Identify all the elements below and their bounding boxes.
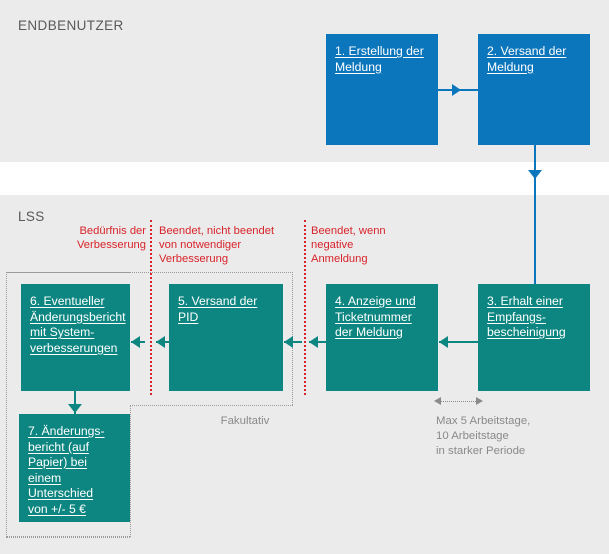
connector-6-to-7 bbox=[74, 391, 76, 414]
group-frame-left-right-edge bbox=[130, 405, 131, 537]
sla-line-1: Max 5 Arbeitstage, bbox=[436, 415, 531, 427]
condition-2-line-3: Verbesserung bbox=[159, 253, 229, 265]
process-box-7-aenderungsbericht-papier[interactable]: 7. Änderungs- bericht (auf Papier) bei e… bbox=[19, 414, 130, 522]
box-6-line-3: mit System- bbox=[30, 325, 95, 339]
span-arrowhead-right bbox=[476, 397, 483, 405]
box-4-line-3: der Meldung bbox=[335, 325, 403, 339]
box-4-line-2: Ticketnummer bbox=[335, 309, 412, 324]
condition-2-line-2: von notwendiger bbox=[159, 239, 242, 251]
process-box-4-anzeige-ticketnummer[interactable]: 4. Anzeige und Ticketnummer der Meldung bbox=[326, 284, 438, 391]
condition-3-line-2: negative bbox=[311, 239, 354, 251]
note-optional: Fakultativ bbox=[220, 415, 270, 427]
condition-label-improvement-needed: Bedürfnis der Verbesserung bbox=[60, 224, 146, 252]
box-7-line-6: von +/- 5 € bbox=[28, 501, 86, 516]
group-frame-left-top-edge bbox=[6, 272, 293, 273]
box-7-line-1: 7. Änderungs- bbox=[28, 424, 105, 438]
box-3-line-1: 3. Erhalt einer bbox=[487, 294, 563, 308]
condition-3-line-1: Beendet, wenn bbox=[311, 225, 386, 237]
connector-condition-2-to-5 bbox=[284, 341, 302, 343]
arrowhead-3-to-4 bbox=[439, 336, 448, 348]
condition-separator-2 bbox=[304, 220, 306, 395]
box-3-line-3: bescheinigung bbox=[487, 325, 566, 339]
box-5-line-2: PID bbox=[178, 309, 199, 324]
box-1-line-2: Meldung bbox=[335, 59, 382, 74]
group-frame-optional-bottom-edge bbox=[130, 405, 293, 406]
span-arrowhead-left bbox=[434, 397, 441, 405]
process-box-1-erstellung-der-meldung[interactable]: 1. Erstellung der Meldung bbox=[326, 34, 438, 145]
box-2-line-2: Meldung bbox=[487, 59, 534, 74]
group-frame-left-bottom-edge bbox=[6, 537, 130, 538]
connector-2-to-3 bbox=[534, 145, 536, 284]
arrowhead-6-to-7 bbox=[68, 404, 82, 413]
arrowhead-5-to-condition-1 bbox=[156, 336, 165, 348]
condition-label-negative-registration: Beendet, wenn negative Anmeldung bbox=[311, 224, 431, 266]
sla-line-2: 10 Arbeitstage bbox=[436, 430, 509, 442]
arrowhead-1-to-2 bbox=[452, 84, 461, 96]
box-2-line-1: 2. Versand der bbox=[487, 44, 567, 58]
swimlane-label-enduser: ENDBENUTZER bbox=[18, 18, 124, 33]
process-box-6-aenderungsbericht-systemverbesserungen[interactable]: 6. Eventueller Änderungsbericht mit Syst… bbox=[21, 284, 130, 391]
sla-line-3: in starker Periode bbox=[436, 445, 526, 457]
condition-1-line-2: Verbesserung bbox=[76, 239, 146, 251]
arrowhead-2-to-3 bbox=[528, 170, 542, 179]
box-6-line-2: Änderungsbericht bbox=[30, 309, 126, 324]
process-box-3-erhalt-empfangsbescheinigung[interactable]: 3. Erhalt einer Empfangs- bescheinigung bbox=[478, 284, 590, 391]
box-7-line-3: Papier) bei bbox=[28, 455, 87, 469]
box-6-line-4: verbesserungen bbox=[30, 340, 118, 355]
process-box-2-versand-der-meldung[interactable]: 2. Versand der Meldung bbox=[478, 34, 590, 145]
box-7-line-4: einem bbox=[28, 470, 62, 485]
condition-2-line-1: Beendet, nicht beendet bbox=[159, 225, 275, 237]
condition-1-line-1: Bedürfnis der bbox=[79, 225, 146, 237]
process-box-5-versand-der-pid[interactable]: 5. Versand der PID bbox=[169, 284, 283, 391]
arrowhead-condition-1-to-6 bbox=[131, 336, 140, 348]
box-7-line-5: Unterschied bbox=[28, 486, 94, 500]
box-4-line-1: 4. Anzeige und bbox=[335, 294, 416, 308]
condition-separator-1 bbox=[150, 220, 152, 395]
condition-3-line-3: Anmeldung bbox=[311, 253, 368, 265]
box-3-line-2: Empfangs- bbox=[487, 309, 546, 324]
box-5-line-1: 5. Versand der bbox=[178, 294, 258, 308]
note-sla-working-days: Max 5 Arbeitstage, 10 Arbeitstage in sta… bbox=[436, 414, 586, 459]
arrowhead-condition-2-to-5 bbox=[284, 336, 293, 348]
swimlane-divider-band bbox=[0, 162, 609, 195]
box-6-line-1: 6. Eventueller bbox=[30, 294, 105, 308]
connector-3-to-4 bbox=[439, 341, 478, 343]
span-measure-line bbox=[440, 401, 476, 402]
condition-label-finished-unfinished: Beendet, nicht beendet von notwendiger V… bbox=[159, 224, 299, 266]
box-1-line-1: 1. Erstellung der bbox=[335, 44, 424, 58]
box-7-line-2: bericht (auf bbox=[28, 439, 89, 454]
swimlane-label-lss: LSS bbox=[18, 209, 45, 224]
arrowhead-4-to-condition-2 bbox=[309, 336, 318, 348]
